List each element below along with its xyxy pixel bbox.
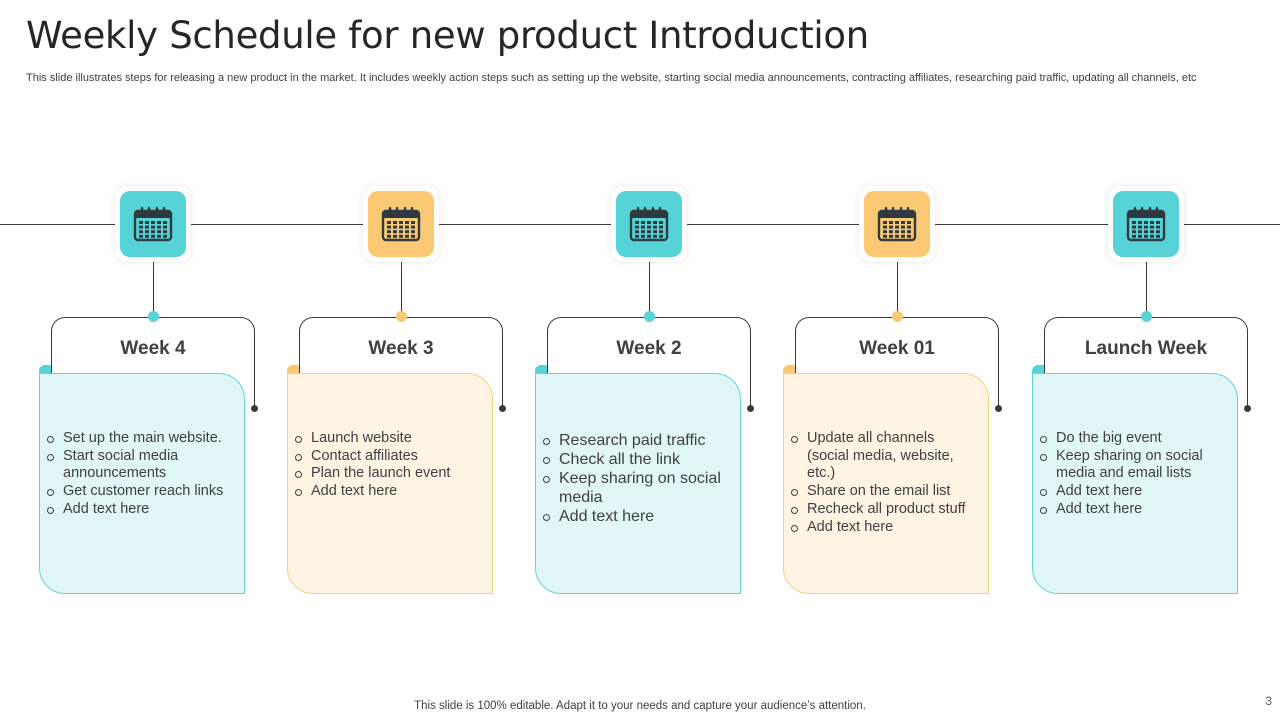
stage-end-dot	[746, 405, 754, 412]
list-item: Add text here	[1038, 483, 1229, 501]
stage-icon-frame	[1108, 186, 1184, 262]
stage-node-dot	[147, 311, 159, 322]
calendar-icon	[133, 206, 173, 242]
list-item: Add text here	[541, 507, 732, 526]
stage-card-week-01: Update all channels (social media, websi…	[783, 373, 989, 594]
stage-connector	[1146, 262, 1147, 317]
stage-end-dot	[994, 405, 1002, 412]
list-item: Plan the launch event	[293, 465, 484, 483]
stage-icon-box	[1113, 191, 1179, 257]
stage-list: Update all channels (social media, websi…	[789, 430, 980, 536]
list-item: Contact affiliates	[293, 448, 484, 466]
stage-label-week-01: Week 01	[859, 338, 935, 359]
list-item: Do the big event	[1038, 430, 1229, 448]
stage-end-dot	[498, 405, 506, 412]
stage-end-dot	[1243, 405, 1251, 412]
stage-connector	[153, 262, 154, 317]
list-item: Add text here	[1038, 501, 1229, 519]
stage-node-dot	[1140, 311, 1152, 322]
stage-icon-frame	[859, 186, 935, 262]
stage-icon-box	[864, 191, 930, 257]
stage-card-week-4: Set up the main website.Start social med…	[39, 373, 245, 594]
list-item: Add text here	[45, 501, 236, 519]
stage-node-dot	[643, 311, 655, 322]
slide-subtitle: This slide illustrates steps for releasi…	[26, 72, 1197, 84]
slide-title: Weekly Schedule for new product Introduc…	[26, 14, 869, 57]
slide-footer: This slide is 100% editable. Adapt it to…	[414, 700, 866, 712]
page-number: 3	[1265, 694, 1272, 708]
calendar-icon	[877, 206, 917, 242]
list-item: Start social media announcements	[45, 448, 236, 483]
list-item: Recheck all product stuff	[789, 501, 980, 519]
stage-connector	[897, 262, 898, 317]
calendar-icon	[629, 206, 669, 242]
stage-icon-frame	[115, 186, 191, 262]
list-item: Check all the link	[541, 450, 732, 469]
stage-connector	[649, 262, 650, 317]
list-item: Share on the email list	[789, 483, 980, 501]
stage-label-week-4: Week 4	[120, 338, 186, 359]
stage-icon-box	[616, 191, 682, 257]
stage-icon-box	[368, 191, 434, 257]
list-item: Keep sharing on social media and email l…	[1038, 448, 1229, 483]
list-item: Add text here	[293, 483, 484, 501]
list-item: Research paid traffic	[541, 431, 732, 450]
list-item: Add text here	[789, 519, 980, 537]
stage-list: Set up the main website.Start social med…	[45, 430, 236, 519]
list-item: Update all channels (social media, websi…	[789, 430, 980, 483]
list-item: Launch website	[293, 430, 484, 448]
stage-node-dot	[891, 311, 903, 322]
stage-label-week-2: Week 2	[616, 338, 682, 359]
stage-end-dot	[250, 405, 258, 412]
list-item: Get customer reach links	[45, 483, 236, 501]
stage-icon-frame	[363, 186, 439, 262]
stage-connector	[401, 262, 402, 317]
calendar-icon	[381, 206, 421, 242]
stage-node-dot	[395, 311, 407, 322]
stage-icon-frame	[611, 186, 687, 262]
stage-icon-box	[120, 191, 186, 257]
list-item: Set up the main website.	[45, 430, 236, 448]
stage-label-launch-week: Launch Week	[1084, 338, 1208, 359]
list-item: Keep sharing on social media	[541, 469, 732, 507]
stage-label-week-3: Week 3	[368, 338, 434, 359]
calendar-icon	[1126, 206, 1166, 242]
